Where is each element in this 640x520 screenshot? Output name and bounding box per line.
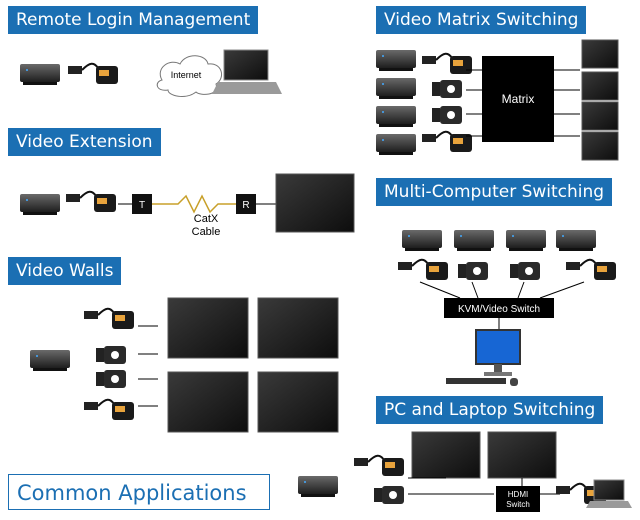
adapter-icon xyxy=(421,52,473,75)
mini-pc-icon xyxy=(506,230,546,251)
display-panel xyxy=(487,431,557,479)
mini-pc-icon xyxy=(20,194,60,215)
catx-label-line1: CatX xyxy=(194,213,219,225)
matrix-label: Matrix xyxy=(502,92,535,106)
adapter-icon xyxy=(83,398,135,421)
dongle-icon xyxy=(374,486,404,504)
dongle-icon xyxy=(432,80,462,98)
adapter-icon xyxy=(67,62,119,85)
video-matrix-diagram xyxy=(376,39,619,161)
dongle-icon xyxy=(458,262,488,280)
header-multi-computer: Multi-Computer Switching xyxy=(376,178,613,206)
catx-label-line2: Cable xyxy=(192,226,221,238)
receiver-box xyxy=(236,194,256,214)
adapter-icon xyxy=(83,307,135,330)
adapter-icon xyxy=(65,190,117,213)
display-panel xyxy=(581,71,619,101)
adapter-icon xyxy=(397,258,449,281)
video-extension-diagram xyxy=(20,173,355,233)
header-video-extension: Video Extension xyxy=(8,128,161,156)
wall-panel xyxy=(257,297,339,359)
mini-pc-icon xyxy=(454,230,494,251)
display-panel xyxy=(411,431,481,479)
cloud-icon xyxy=(156,55,223,97)
mini-pc-icon xyxy=(376,78,416,99)
mini-pc-icon xyxy=(376,134,416,155)
mini-pc-icon xyxy=(30,350,70,371)
catx-cable xyxy=(152,194,236,214)
laptop-icon xyxy=(212,49,282,94)
receiver-label: R xyxy=(242,200,249,211)
mini-pc-icon xyxy=(376,106,416,127)
mini-pc-icon xyxy=(376,50,416,71)
display-panel xyxy=(581,101,619,131)
transmitter-label: T xyxy=(139,200,145,211)
wall-panel xyxy=(257,371,339,433)
hdmi-label-line2: Switch xyxy=(506,500,530,509)
remote-login-diagram xyxy=(20,49,282,97)
adapter-icon xyxy=(353,454,405,477)
kvm-switch-label: KVM/Video Switch xyxy=(458,304,540,315)
header-pc-laptop: PC and Laptop Switching xyxy=(376,396,604,424)
dongle-icon xyxy=(96,346,126,364)
monitor-icon xyxy=(446,329,521,386)
header-remote-login: Remote Login Management xyxy=(8,6,259,34)
mini-pc-icon xyxy=(298,476,338,497)
multi-computer-diagram xyxy=(397,230,617,386)
pc-laptop-diagram xyxy=(298,431,632,512)
kvm-switch-box xyxy=(444,298,554,318)
header-video-matrix: Video Matrix Switching xyxy=(376,6,587,34)
video-walls-diagram xyxy=(30,297,339,433)
internet-label: Internet xyxy=(171,70,202,80)
dongle-icon xyxy=(432,106,462,124)
matrix-box xyxy=(482,56,554,142)
adapter-icon xyxy=(565,258,617,281)
display-panel xyxy=(581,131,619,161)
dongle-icon xyxy=(96,370,126,388)
hdmi-switch-box xyxy=(496,486,540,512)
hdmi-label-line1: HDMI xyxy=(508,490,528,499)
wall-panel xyxy=(167,371,249,433)
footer-title: Common Applications xyxy=(8,474,270,510)
display-panel xyxy=(581,39,619,69)
adapter-icon xyxy=(421,130,473,153)
display-panel xyxy=(275,173,355,233)
mini-pc-icon xyxy=(402,230,442,251)
mini-pc-icon xyxy=(556,230,596,251)
laptop-icon xyxy=(586,479,632,508)
wall-panel xyxy=(167,297,249,359)
transmitter-box xyxy=(132,194,152,214)
mini-pc-icon xyxy=(20,64,60,85)
header-video-walls: Video Walls xyxy=(8,257,122,285)
dongle-icon xyxy=(510,262,540,280)
